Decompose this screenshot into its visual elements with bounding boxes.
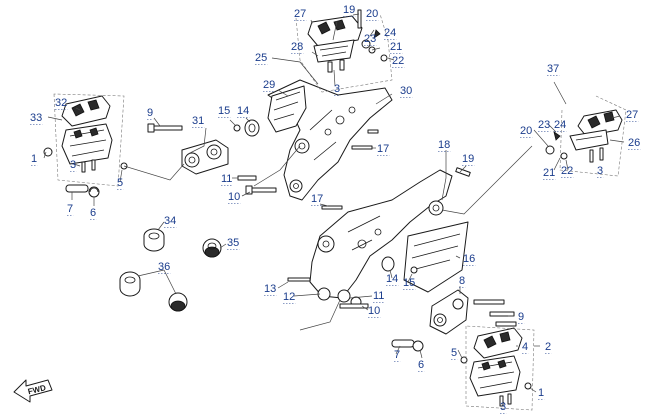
callout-21: 21 — [390, 41, 402, 53]
left-pivot-pin — [65, 184, 100, 198]
callout-19-right: 19 — [462, 153, 474, 165]
right-lower-hardware — [287, 277, 369, 309]
right-footpeg-bracket — [309, 169, 453, 299]
callout-20-right: 20 — [520, 125, 532, 137]
callout-23-right: 23 — [538, 119, 550, 131]
left-lower-bolts — [237, 175, 277, 195]
callout-1-right: 1 — [538, 387, 544, 399]
rubber-bushing-36 — [119, 271, 188, 312]
callout-7-right: 7 — [394, 349, 400, 361]
callout-33: 33 — [30, 112, 42, 124]
callout-9-right: 9 — [518, 311, 524, 323]
callout-7-left: 7 — [67, 203, 73, 215]
callout-19: 19 — [343, 4, 355, 16]
callout-36: 36 — [158, 261, 170, 273]
forward-direction-arrow: FWD — [13, 379, 53, 403]
callout-32: 32 — [55, 97, 67, 109]
rubber-bushing-35 — [202, 238, 222, 258]
left-spacer — [233, 119, 260, 137]
callout-8: 8 — [459, 275, 465, 287]
right-bracket-bolt-lower — [321, 205, 343, 210]
bracket-bolt-upper — [351, 129, 379, 150]
callout-2: 2 — [545, 341, 551, 353]
callout-3-bottom: 3 — [500, 401, 506, 413]
callout-3-right: 3 — [597, 165, 603, 177]
callout-37: 37 — [547, 63, 559, 75]
callout-9-left: 9 — [147, 107, 153, 119]
callout-22: 22 — [392, 55, 404, 67]
callout-15-right: 15 — [403, 277, 415, 289]
callout-5-left: 5 — [117, 177, 123, 189]
callout-20: 20 — [366, 8, 378, 20]
callout-labels: 27 19 20 24 23 21 22 28 25 3 29 30 33 32… — [30, 4, 641, 414]
far-left-footpeg — [43, 95, 128, 173]
callout-29: 29 — [263, 79, 275, 91]
callout-27: 27 — [294, 8, 306, 20]
right-bolts — [473, 299, 517, 327]
right-pivot-pin — [391, 339, 468, 364]
fwd-label: FWD — [27, 383, 47, 396]
right-bracket-bolt — [455, 167, 471, 177]
callout-1-left: 1 — [31, 153, 37, 165]
callout-26: 26 — [628, 137, 640, 149]
rubber-bushing-34 — [143, 228, 165, 252]
callout-30: 30 — [400, 85, 412, 97]
callout-21-right: 21 — [543, 167, 555, 179]
callout-14-right: 14 — [386, 273, 398, 285]
callout-15-left: 15 — [218, 105, 230, 117]
right-upper-footpeg — [545, 109, 623, 163]
callout-27-right: 27 — [626, 109, 638, 121]
group-outlines — [53, 13, 627, 411]
callout-28: 28 — [291, 41, 303, 53]
callout-22-right: 22 — [561, 165, 573, 177]
callout-31: 31 — [192, 115, 204, 127]
callout-18: 18 — [438, 139, 450, 151]
callout-6-right: 6 — [418, 359, 424, 371]
callout-3-top: 3 — [334, 83, 340, 95]
callout-34: 34 — [164, 215, 176, 227]
callout-16: 16 — [463, 253, 475, 265]
callout-6-left: 6 — [90, 207, 96, 219]
callout-14-left: 14 — [237, 105, 249, 117]
callout-4: 4 — [522, 341, 528, 353]
callout-23: 23 — [364, 33, 376, 45]
lower-right-footpeg — [469, 327, 532, 407]
right-lower-mount — [429, 289, 469, 335]
right-spacer — [381, 256, 418, 274]
callout-5-right: 5 — [451, 347, 457, 359]
callout-17-upper: 17 — [377, 143, 389, 155]
callout-13: 13 — [264, 283, 276, 295]
callout-10-right: 10 — [368, 305, 380, 317]
callout-24: 24 — [384, 27, 396, 39]
left-mount-block — [181, 139, 229, 175]
callout-11-left: 11 — [221, 173, 232, 185]
callout-3-left: 3 — [70, 159, 76, 171]
right-heel-guard — [403, 221, 469, 293]
callout-24-right: 24 — [554, 119, 566, 131]
callout-11-right: 11 — [373, 290, 384, 302]
callout-35: 35 — [227, 237, 239, 249]
leader-lines — [43, 13, 625, 407]
callout-17-lower: 17 — [311, 193, 323, 205]
callout-25: 25 — [255, 52, 267, 64]
callout-10-left: 10 — [228, 191, 240, 203]
callout-12: 12 — [283, 291, 295, 303]
left-bolt — [147, 123, 183, 133]
